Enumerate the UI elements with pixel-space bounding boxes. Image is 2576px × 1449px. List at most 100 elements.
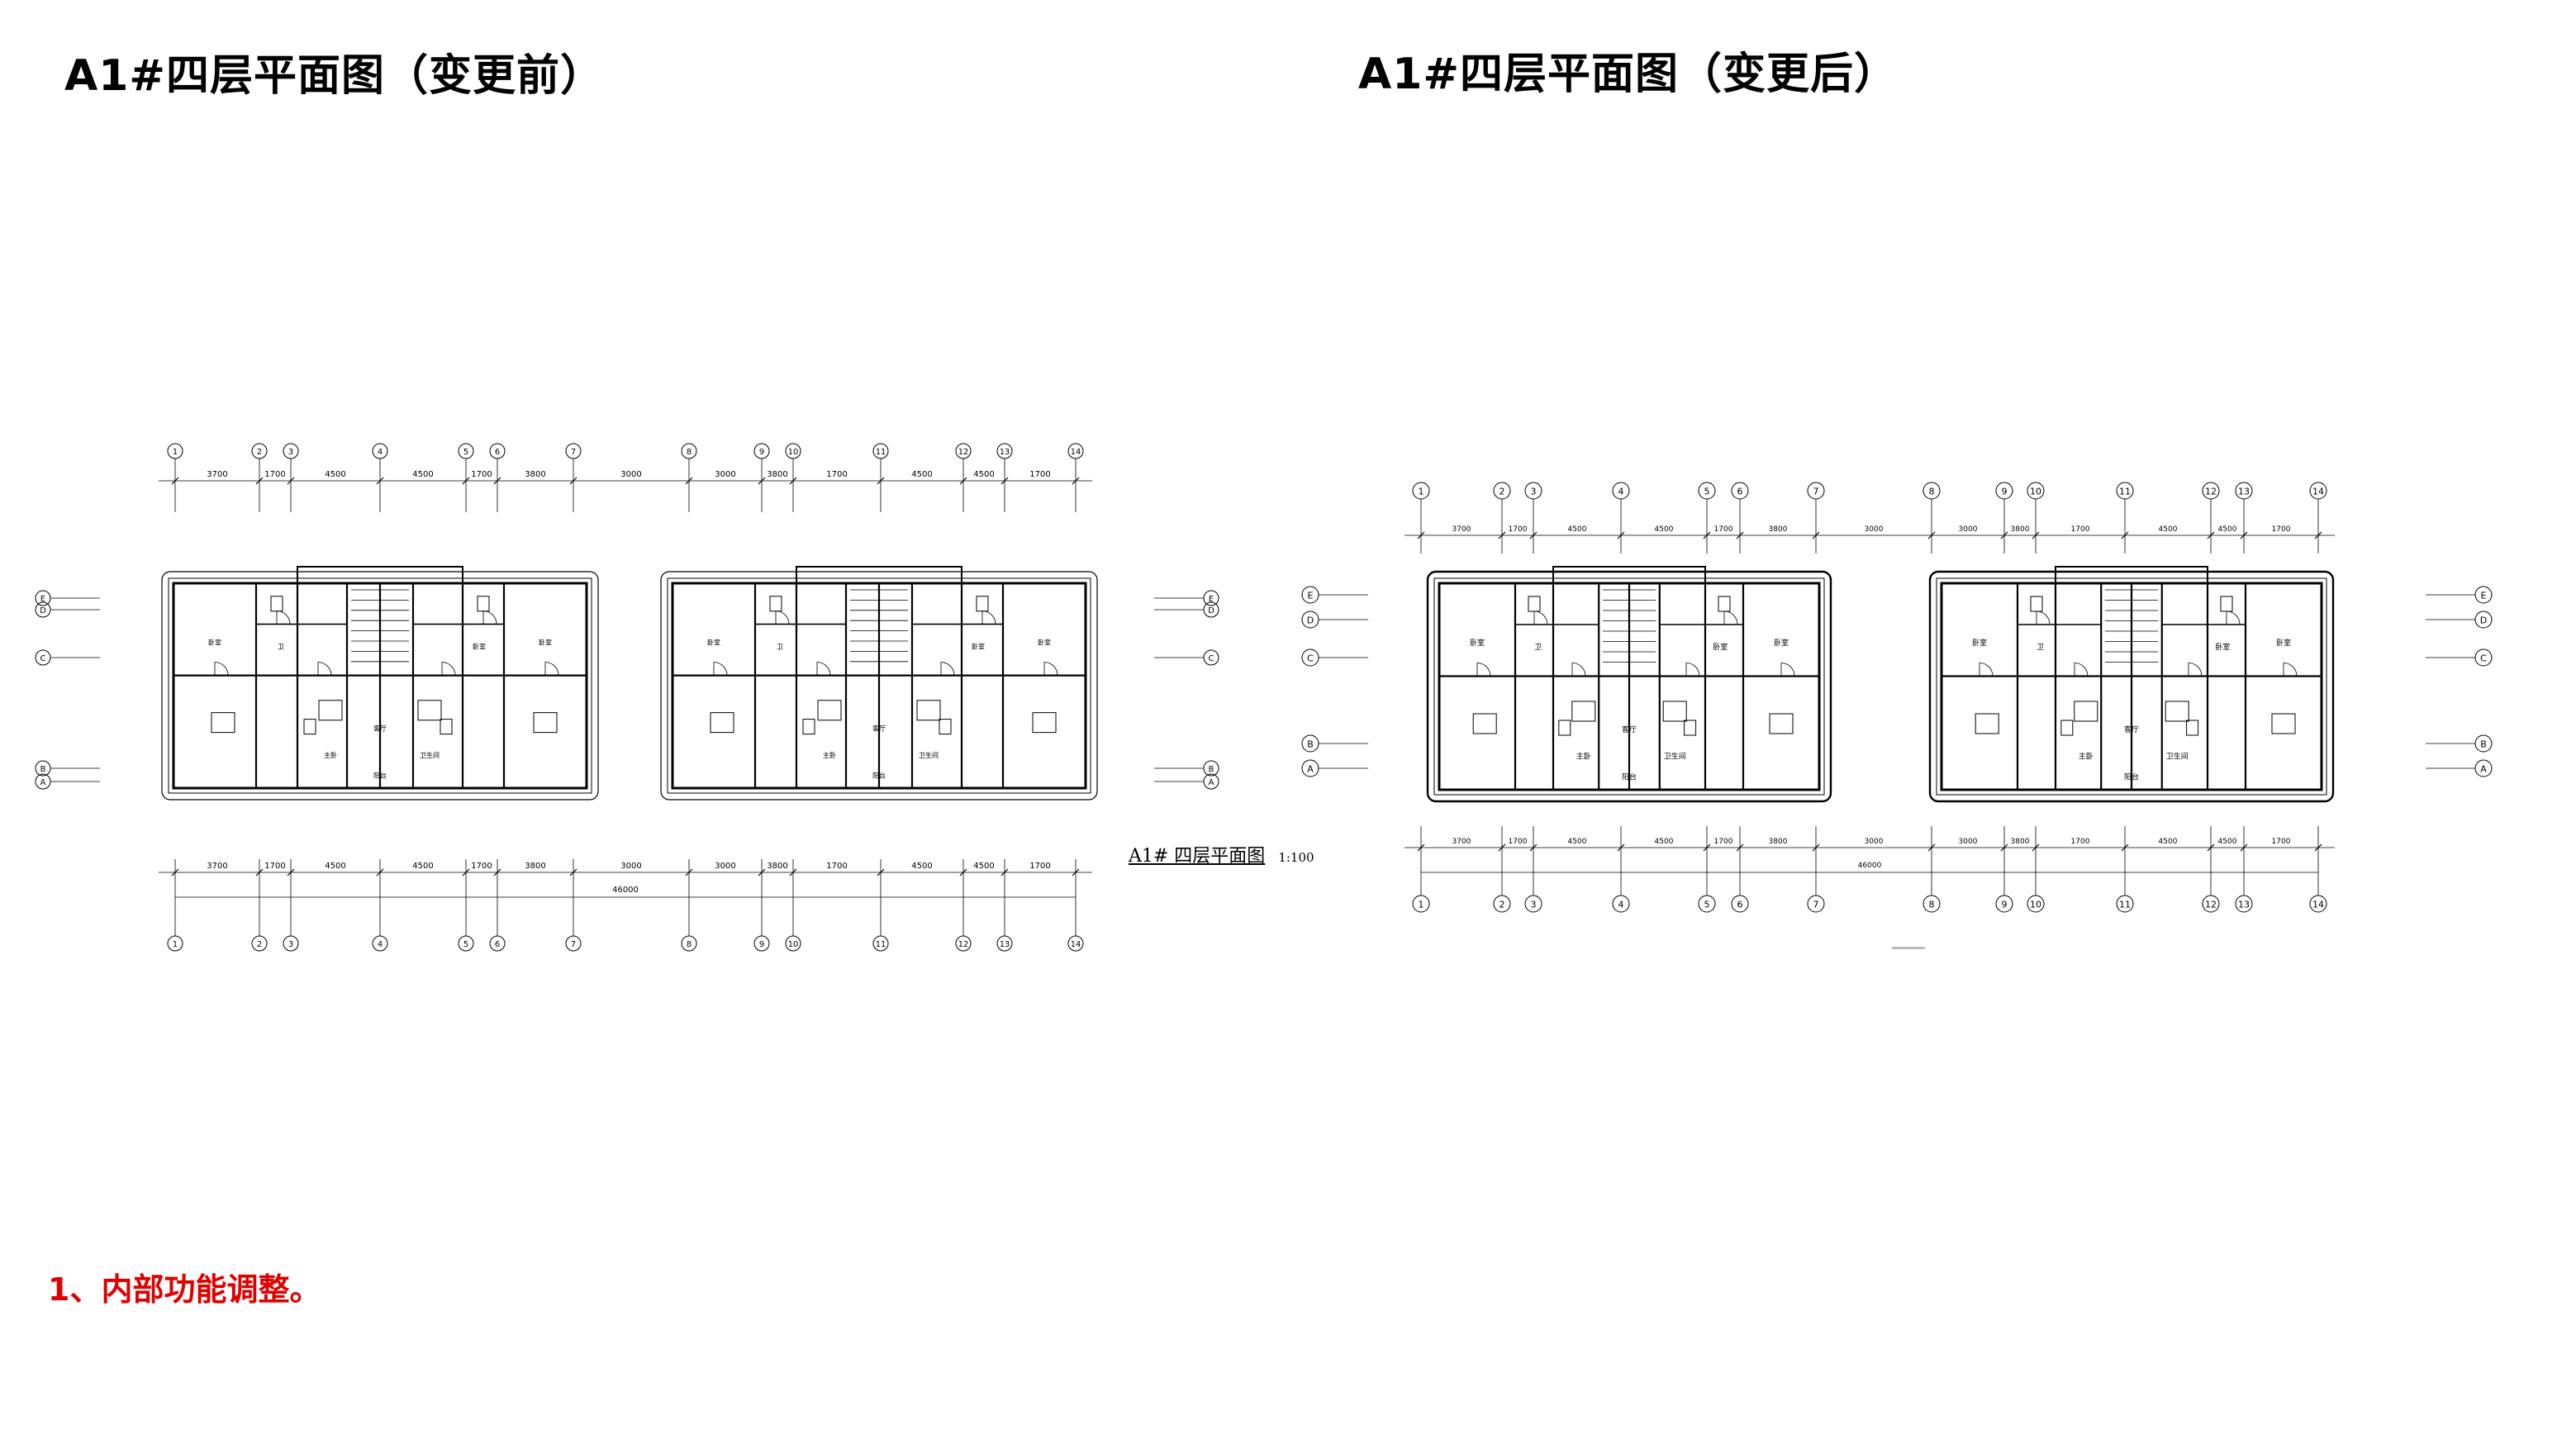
axis-number: 13 bbox=[2238, 487, 2250, 497]
dimension-text: 4500 bbox=[1655, 838, 1674, 846]
dimension-tick bbox=[1703, 843, 1711, 852]
room-label: 客厅 bbox=[872, 724, 886, 733]
room-label: 主卧 bbox=[2079, 752, 2094, 762]
axis-number: 3 bbox=[288, 448, 293, 457]
door-swing bbox=[1043, 662, 1058, 676]
room-label: 卧室 bbox=[1038, 638, 1051, 646]
axis-number: 4 bbox=[1618, 900, 1624, 910]
bed bbox=[1662, 701, 1687, 722]
title-after: A1#四层平面图（变更后） bbox=[1358, 50, 1898, 99]
dimension-tick bbox=[376, 868, 384, 877]
dimension-text: 3700 bbox=[1452, 838, 1471, 846]
dimension-text: 3800 bbox=[525, 862, 545, 871]
dimension-text: 3000 bbox=[620, 470, 641, 479]
dimension-tick bbox=[1736, 843, 1744, 852]
room-label: 卧室 bbox=[1774, 638, 1789, 648]
door-swing bbox=[940, 662, 955, 676]
axis-number: 11 bbox=[876, 940, 886, 949]
door-swing bbox=[2036, 610, 2051, 625]
dimension-text: 4500 bbox=[911, 862, 932, 871]
dimension-text: 4500 bbox=[412, 862, 433, 871]
bed bbox=[1472, 713, 1497, 734]
axis-number: 9 bbox=[759, 940, 764, 949]
bed bbox=[2165, 701, 2189, 722]
axis-number: 7 bbox=[571, 448, 576, 457]
axis-letter: A bbox=[40, 778, 46, 787]
dimension-tick bbox=[1529, 531, 1538, 539]
axis-letter: A bbox=[1209, 778, 1214, 787]
drawing-name: A1# 四层平面图 bbox=[1129, 846, 1266, 867]
dimension-text: 1700 bbox=[1714, 838, 1733, 846]
room-label: 卧室 bbox=[1972, 638, 1987, 648]
axis-number: 11 bbox=[876, 448, 886, 457]
dimension-tick bbox=[2000, 843, 2008, 852]
roof-outline bbox=[161, 571, 599, 801]
dimension-tick bbox=[959, 868, 967, 877]
axis-number: 10 bbox=[2030, 487, 2041, 497]
dimension-tick bbox=[1000, 477, 1009, 485]
axis-number: 2 bbox=[1499, 487, 1505, 497]
fixture bbox=[1684, 720, 1697, 736]
axis-number: 13 bbox=[1000, 940, 1010, 949]
dimension-text: 3700 bbox=[207, 862, 227, 871]
room-label: 卧室 bbox=[707, 638, 720, 646]
dimension-text: 1700 bbox=[826, 862, 847, 871]
stair-bump bbox=[796, 566, 962, 584]
bed bbox=[1571, 701, 1596, 722]
total-dimension: 46000 bbox=[612, 886, 639, 895]
axis-number: 7 bbox=[1813, 487, 1819, 497]
axis-number: 5 bbox=[463, 448, 468, 457]
room-label: 客厅 bbox=[1622, 724, 1637, 734]
axis-number: 10 bbox=[2030, 900, 2041, 910]
axis-number: 3 bbox=[288, 940, 293, 949]
stair-bump bbox=[297, 566, 463, 584]
dimension-tick bbox=[758, 477, 766, 485]
roof-outline bbox=[1433, 577, 1825, 796]
axis-number: 8 bbox=[687, 940, 692, 949]
door-swing bbox=[2226, 610, 2241, 625]
dimension-text: 1700 bbox=[1029, 862, 1050, 871]
fixture bbox=[2060, 720, 2074, 736]
bed bbox=[1769, 713, 1794, 734]
fixture bbox=[303, 719, 316, 735]
dimension-text: 4500 bbox=[1568, 838, 1587, 846]
axis-number: 12 bbox=[958, 940, 969, 949]
dimension-tick bbox=[1812, 531, 1820, 539]
fixture bbox=[440, 719, 453, 735]
axis-number: 9 bbox=[759, 448, 764, 457]
axis-number: 2 bbox=[1499, 900, 1505, 910]
fixture bbox=[477, 596, 490, 612]
dimension-tick bbox=[1498, 531, 1506, 539]
door-swing bbox=[1571, 663, 1586, 677]
axis-number: 12 bbox=[2205, 487, 2217, 497]
change-note: 1、内部功能调整。 bbox=[48, 1271, 321, 1308]
small-mark bbox=[1892, 947, 1925, 949]
fixture bbox=[769, 596, 782, 612]
drawing-scale: 1:100 bbox=[1278, 850, 1314, 865]
room-label: 阳台 bbox=[2124, 772, 2139, 782]
axis-letter: B bbox=[2480, 739, 2487, 750]
dimension-tick bbox=[2032, 843, 2040, 852]
dimension-tick bbox=[569, 477, 577, 485]
dimension-text: 1700 bbox=[471, 862, 492, 871]
axis-number: 9 bbox=[2002, 487, 2008, 497]
axis-number: 1 bbox=[173, 940, 178, 949]
axis-number: 4 bbox=[1618, 487, 1624, 497]
room-label: 卧室 bbox=[2276, 638, 2291, 648]
axis-number: 5 bbox=[463, 940, 468, 949]
dimension-text: 4500 bbox=[973, 470, 994, 479]
dimension-tick bbox=[1927, 843, 1936, 852]
dimension-text: 3700 bbox=[207, 470, 227, 479]
room-label: 卫生间 bbox=[919, 751, 939, 759]
total-dimension: 46000 bbox=[1858, 862, 1882, 870]
bed bbox=[2074, 701, 2098, 722]
axis-number: 1 bbox=[173, 448, 178, 457]
room-label: 卫 bbox=[278, 643, 284, 650]
axis-number: 1 bbox=[1419, 487, 1424, 497]
dimension-tick bbox=[2314, 531, 2322, 539]
roof-outline bbox=[660, 571, 1098, 801]
axis-number: 8 bbox=[1929, 900, 1935, 910]
axis-letter: C bbox=[1307, 653, 1314, 664]
dimension-text: 1700 bbox=[1714, 525, 1733, 534]
stair-bump bbox=[2055, 566, 2208, 584]
